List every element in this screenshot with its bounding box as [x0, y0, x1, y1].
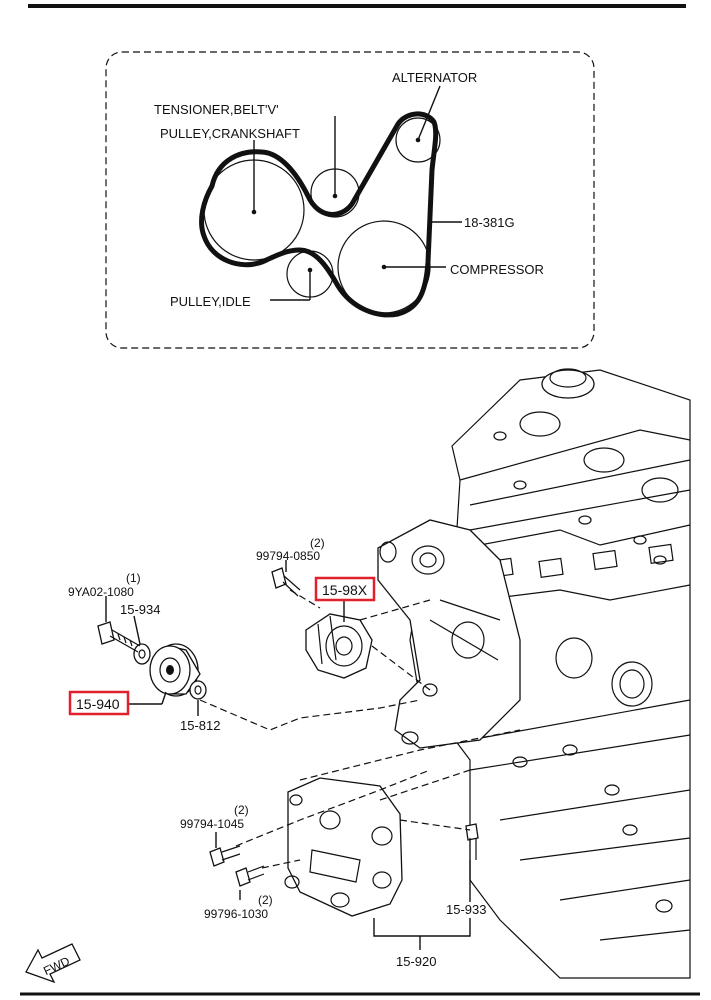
assembly-lines — [199, 589, 521, 869]
belt-routing-diagram: ALTERNATOR TENSIONER,BELT'V' PULLEY,CRAN… — [105, 51, 595, 349]
bolt-upper-qty: (2) — [310, 536, 325, 550]
bolt-left-qty: (1) — [126, 571, 141, 585]
plug-bore-3 — [641, 477, 679, 503]
compressor-label: COMPRESSOR — [450, 262, 544, 277]
plug-bore-2 — [583, 447, 625, 473]
belt-part-label: 18-381G — [464, 215, 515, 230]
bolt-99794-0850 — [271, 567, 301, 597]
bracket-label: 15-920 — [396, 954, 436, 969]
highlight-box-tensioner — [314, 576, 376, 602]
highlight-tensioner-label: 15-98X — [322, 582, 368, 598]
belt-tensioner-15-98x — [305, 613, 373, 679]
bolt-99796-1030 — [235, 865, 265, 887]
alternator-label: ALTERNATOR — [392, 70, 477, 85]
v-belt — [199, 111, 439, 318]
freeze-plug-1 — [555, 637, 593, 679]
bolt-left-number: 9YA02-1080 — [68, 585, 134, 599]
crankshaft-label: PULLEY,CRANKSHAFT — [160, 126, 300, 141]
idle-label: PULLEY,IDLE — [170, 294, 251, 309]
highlight-box-idler — [68, 690, 130, 716]
alternator-leader — [417, 85, 441, 141]
plug-bore-1 — [519, 411, 561, 437]
tensioner-label: TENSIONER,BELT'V' — [154, 102, 279, 117]
oil-filler-cap — [541, 369, 595, 399]
spacer-label: 15-812 — [180, 718, 220, 733]
freeze-plug-2 — [611, 661, 653, 707]
stud-15-933 — [465, 823, 479, 860]
bolt-bracket-b-number: 99796-1030 — [204, 907, 268, 921]
fwd-arrow-icon: FWD — [25, 943, 81, 984]
lower-bracket-15-920 — [284, 777, 403, 917]
spacer-15-812 — [189, 680, 207, 700]
alternator-pulley — [395, 117, 441, 163]
bracket-boss-top — [411, 545, 445, 575]
bolt-99794-1045 — [209, 845, 241, 867]
bolt-bracket-a-number: 99794-1045 — [180, 817, 244, 831]
washer-15-934 — [133, 643, 151, 665]
highlight-idler-label: 15-940 — [76, 696, 120, 712]
bolt-bracket-b-qty: (2) — [258, 893, 273, 907]
bolt-upper-number: 99794-0850 — [256, 549, 320, 563]
idler-pulley-15-940 — [149, 643, 201, 697]
bolt-9ya02-1080 — [97, 621, 141, 653]
mounting-bracket — [377, 519, 521, 749]
part-leaders — [105, 560, 471, 950]
bracket-boss-mid — [451, 621, 485, 659]
washer-label: 15-934 — [120, 602, 160, 617]
stud-label: 15-933 — [446, 902, 486, 917]
bolt-bracket-a-qty: (2) — [234, 803, 249, 817]
